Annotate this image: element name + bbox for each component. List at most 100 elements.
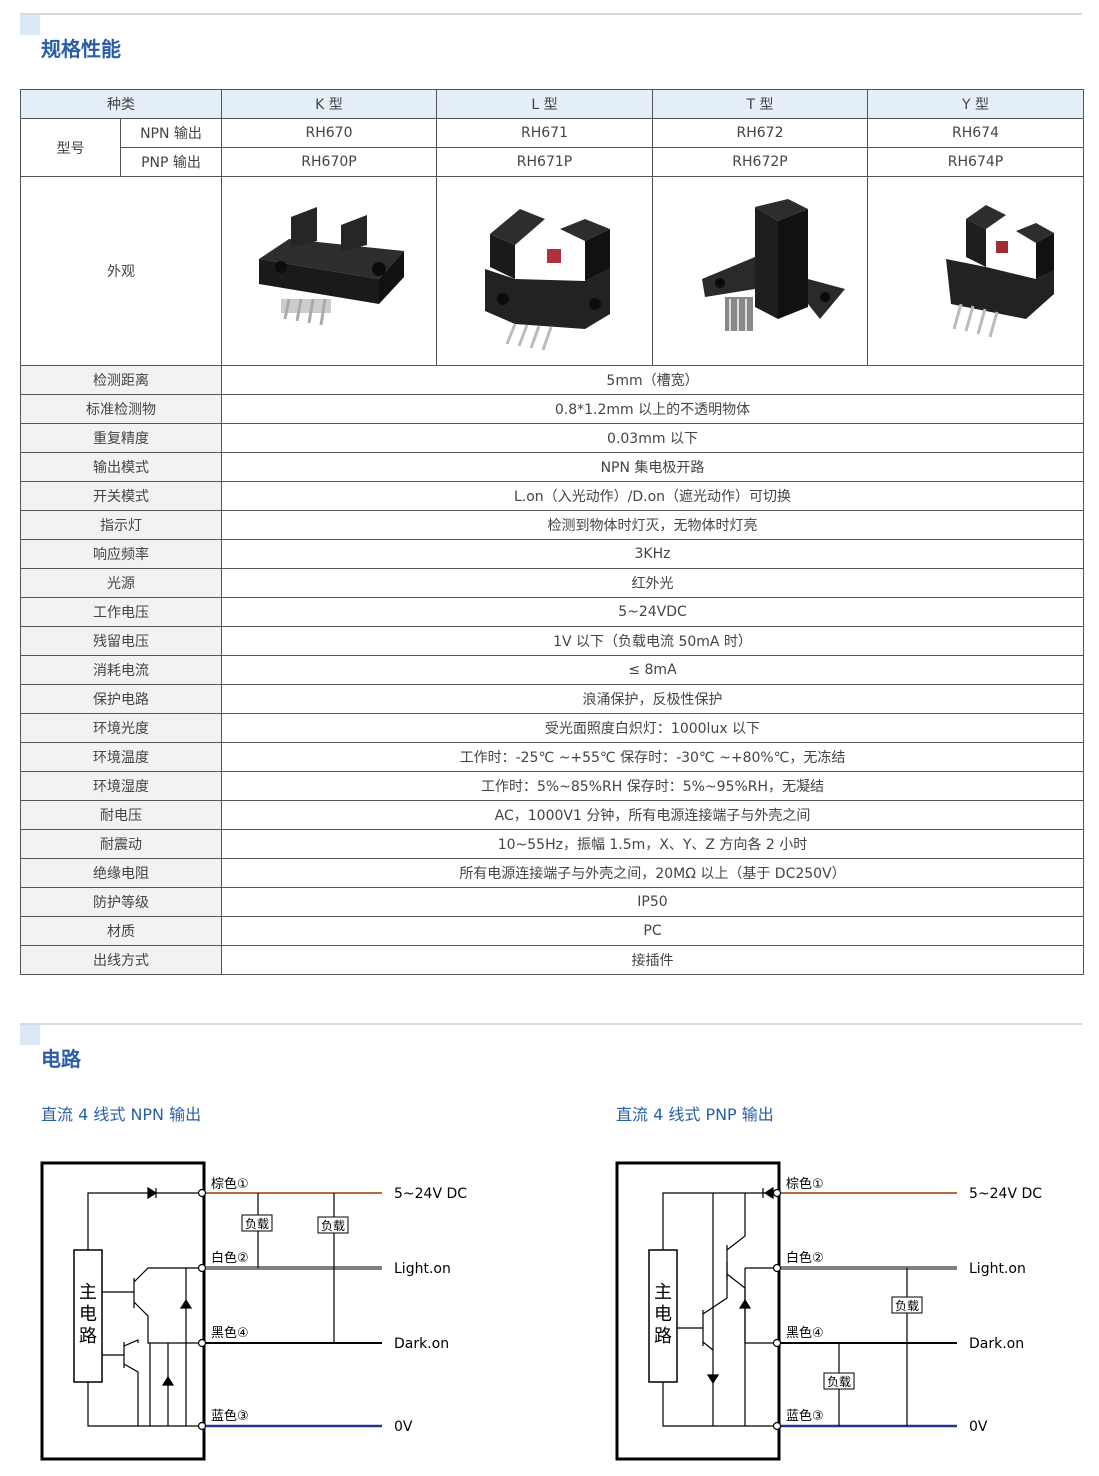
model-cell: RH671P — [436, 147, 653, 177]
spec-label: 检测距离 — [20, 365, 222, 395]
table-row: 型号 NPN 输出 RH670 RH671 RH672 RH674 — [20, 118, 1084, 177]
spec-value: 0.8*1.2mm 以上的不透明物体 — [221, 394, 1084, 424]
spec-value: 0.03mm 以下 — [221, 423, 1084, 453]
spec-value: 3KHz — [221, 539, 1084, 569]
spec-value: 工作时：-25℃ ~+55℃ 保存时：-30℃ ~+80%℃，无冻结 — [221, 742, 1084, 772]
spec-label: 出线方式 — [20, 945, 222, 975]
appearance-label: 外观 — [20, 176, 222, 366]
model-cell: RH670 — [221, 118, 437, 148]
table-row: 绝缘电阻所有电源连接端子与外壳之间，20MΩ 以上（基于 DC250V） — [20, 858, 1084, 888]
header-cell-l: L 型 — [436, 89, 653, 119]
npn-circuit-diagram: 主 电 路 负载 负载 棕色① 白色② 黑色④ 蓝色③ 5~24V DC — [40, 1161, 467, 1461]
spec-label: 输出模式 — [20, 452, 222, 482]
section-marker — [20, 1025, 40, 1045]
model-cell: RH674 — [867, 118, 1084, 148]
product-image-k — [221, 176, 437, 366]
model-label: 型号 — [20, 118, 121, 177]
spec-value: 所有电源连接端子与外壳之间，20MΩ 以上（基于 DC250V） — [221, 858, 1084, 888]
table-row: 出线方式接插件 — [20, 945, 1084, 975]
light-on-label: Light.on — [394, 1261, 451, 1277]
model-cell: RH670P — [221, 147, 437, 177]
spec-label: 指示灯 — [20, 510, 222, 540]
spec-label: 标准检测物 — [20, 394, 222, 424]
spec-label: 耐电压 — [20, 800, 222, 830]
pnp-circuit-title: 直流 4 线式 PNP 输出 — [616, 1105, 774, 1124]
table-header-row: 种类 K 型 L 型 T 型 Y 型 — [20, 89, 1084, 119]
dark-on-label: Dark.on — [969, 1336, 1024, 1352]
supply-voltage-label: 5~24V DC — [394, 1186, 467, 1202]
spec-label: 保护电路 — [20, 684, 222, 714]
table-row: 消耗电流≤ 8mA — [20, 655, 1084, 685]
light-on-label: Light.on — [969, 1261, 1026, 1277]
spec-value: AC，1000V1 分钟，所有电源连接端子与外壳之间 — [221, 800, 1084, 830]
supply-voltage-label: 5~24V DC — [969, 1186, 1042, 1202]
spec-value: 5mm（槽宽） — [221, 365, 1084, 395]
spec-label: 绝缘电阻 — [20, 858, 222, 888]
npn-label: NPN 输出 — [120, 118, 222, 148]
spec-value: 10~55Hz，振幅 1.5m，X、Y、Z 方向各 2 小时 — [221, 829, 1084, 859]
spec-value: 受光面照度白炽灯：1000lux 以下 — [221, 713, 1084, 743]
spec-value: 接插件 — [221, 945, 1084, 975]
spec-section-title: 规格性能 — [41, 37, 121, 61]
spec-label: 开关模式 — [20, 481, 222, 511]
spec-label: 环境湿度 — [20, 771, 222, 801]
section-marker — [20, 15, 40, 35]
table-row: 指示灯检测到物体时灯灭，无物体时灯亮 — [20, 510, 1084, 540]
main-circuit-label: 主 — [654, 1282, 672, 1303]
spec-label: 工作电压 — [20, 597, 222, 627]
pnp-circuit-diagram: 主 电 路 负载 负载 棕色① 白色② 黑色④ 蓝色③ 5~24V DC Lig… — [615, 1161, 1042, 1461]
spec-label: 响应频率 — [20, 539, 222, 569]
spec-label: 防护等级 — [20, 887, 222, 917]
spec-label: 耐震动 — [20, 829, 222, 859]
appearance-row: 外观 — [20, 176, 1084, 366]
spec-value: 工作时：5%~85%RH 保存时：5%~95%RH，无凝结 — [221, 771, 1084, 801]
wire-blue-label: 蓝色③ — [786, 1408, 824, 1424]
spec-value: ≤ 8mA — [221, 655, 1084, 685]
section-divider — [20, 13, 1082, 15]
wire-brown-label: 棕色① — [786, 1176, 824, 1192]
model-cell: RH672P — [652, 147, 868, 177]
section-divider — [20, 1023, 1082, 1025]
table-row: 保护电路浪涌保护，反极性保护 — [20, 684, 1084, 714]
header-cell-k: K 型 — [221, 89, 437, 119]
spec-label: 环境温度 — [20, 742, 222, 772]
npn-circuit-title: 直流 4 线式 NPN 输出 — [41, 1105, 202, 1124]
model-cell: RH671 — [436, 118, 653, 148]
spec-value: 检测到物体时灯灭，无物体时灯亮 — [221, 510, 1084, 540]
spec-value: NPN 集电极开路 — [221, 452, 1084, 482]
spec-value: 5~24VDC — [221, 597, 1084, 627]
wire-blue-label: 蓝色③ — [211, 1408, 249, 1424]
wire-white-label: 白色② — [786, 1250, 824, 1266]
header-cell-t: T 型 — [652, 89, 868, 119]
load-label: 负载 — [245, 1217, 269, 1231]
table-row: 环境湿度工作时：5%~85%RH 保存时：5%~95%RH，无凝结 — [20, 771, 1084, 801]
model-cell: RH672 — [652, 118, 868, 148]
spec-label: 环境光度 — [20, 713, 222, 743]
wire-brown-label: 棕色① — [211, 1176, 249, 1192]
main-circuit-label: 路 — [79, 1326, 97, 1347]
spec-value: 浪涌保护，反极性保护 — [221, 684, 1084, 714]
dark-on-label: Dark.on — [394, 1336, 449, 1352]
model-cell: RH674P — [867, 147, 1084, 177]
wire-white-label: 白色② — [211, 1250, 249, 1266]
main-circuit-label: 电 — [654, 1304, 672, 1325]
spec-value: IP50 — [221, 887, 1084, 917]
spec-value: L.on（入光动作）/D.on（遮光动作）可切换 — [221, 481, 1084, 511]
load-label: 负载 — [827, 1375, 851, 1389]
spec-label: 重复精度 — [20, 423, 222, 453]
table-row: 环境光度受光面照度白炽灯：1000lux 以下 — [20, 713, 1084, 743]
spec-value: 1V 以下（负载电流 50mA 时） — [221, 626, 1084, 656]
spec-table: 种类 K 型 L 型 T 型 Y 型 型号 NPN 输出 RH670 RH671… — [20, 89, 1084, 975]
spec-label: 消耗电流 — [20, 655, 222, 685]
main-circuit-label: 电 — [79, 1304, 97, 1325]
table-row: 光源红外光 — [20, 568, 1084, 598]
